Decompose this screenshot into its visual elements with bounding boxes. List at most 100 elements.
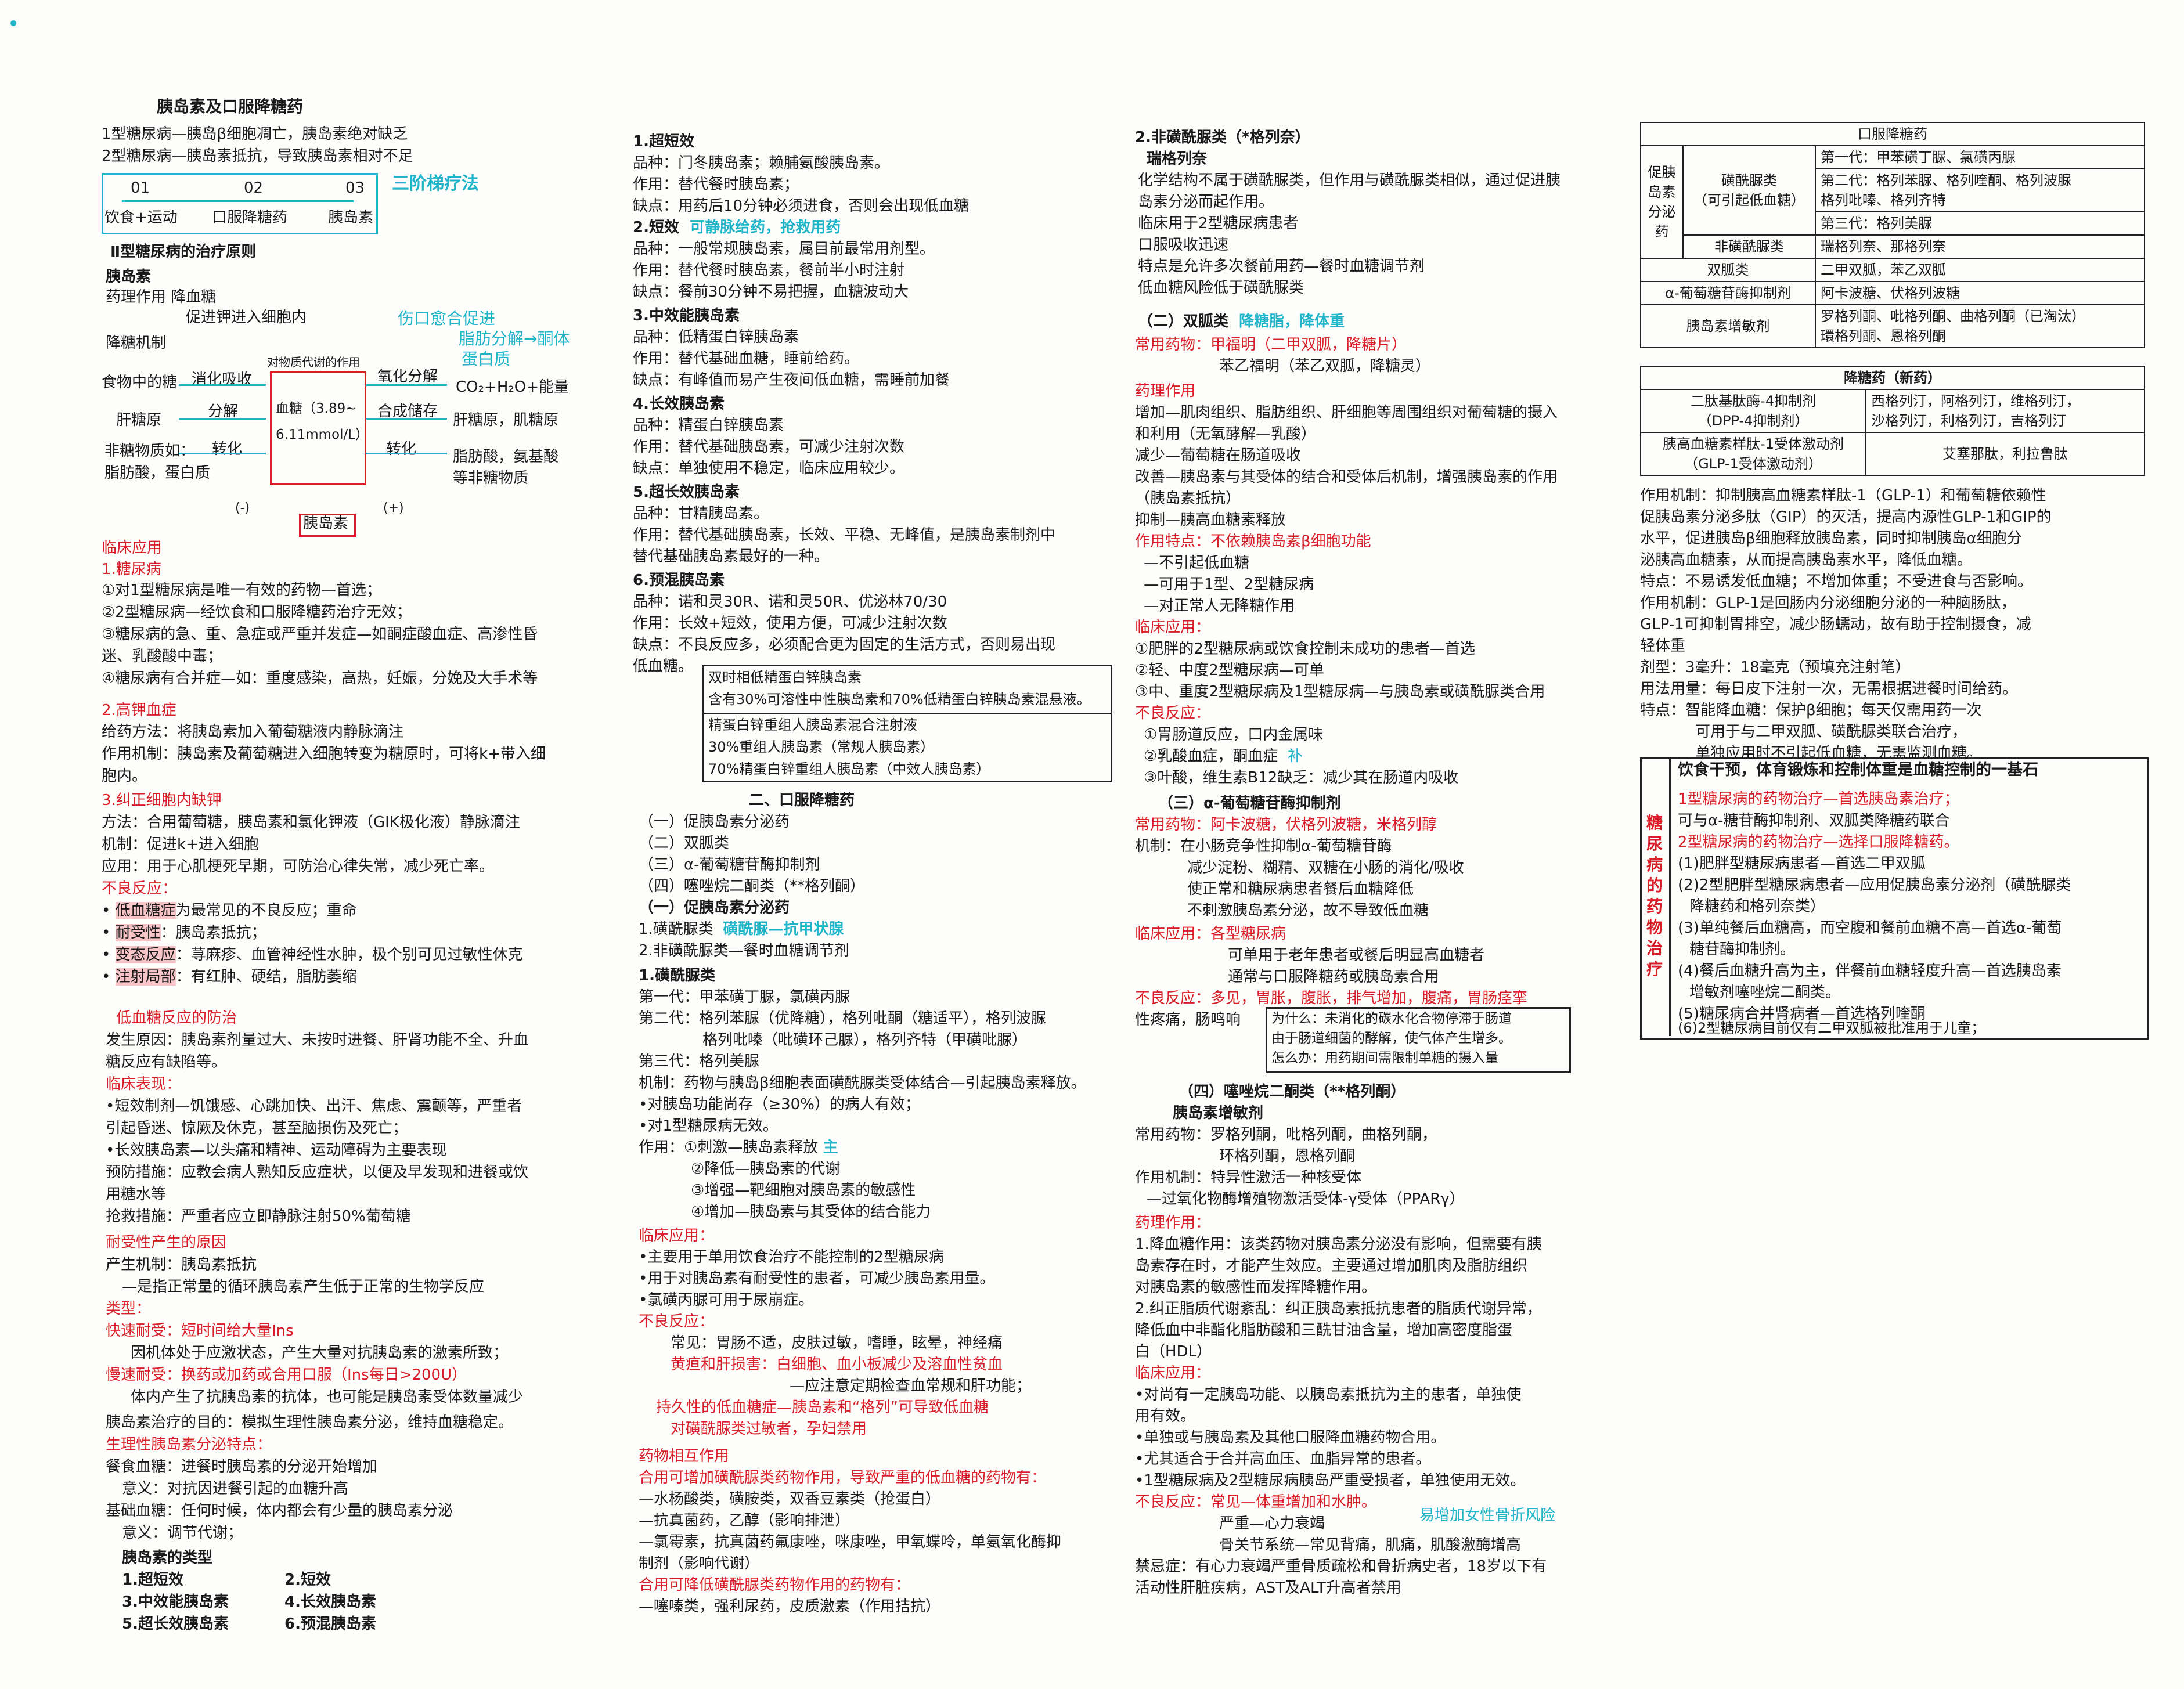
- h8: 用糖水等: [106, 1186, 167, 1203]
- n1: 2.非磺酰脲类（*格列奈）: [1135, 129, 1310, 146]
- why-box: [1266, 1007, 1571, 1073]
- p7: GLP-1可抑制胃排空，减少肠蠕动，故有助于控制摄食，减: [1640, 616, 2031, 633]
- t1: （四）噻唑烷二酮类（**格列酮）: [1179, 1083, 1406, 1100]
- ab2: 由于肠道细菌的酵解，使气体产生增多。: [1271, 1031, 1512, 1046]
- t20: 不良反应：常见—体重增加和水肿。: [1135, 1493, 1377, 1511]
- su8-line: 作用：①刺激—胰岛素释放 主: [639, 1136, 838, 1159]
- su11: ④增加—胰岛素与其受体的结合能力: [691, 1203, 931, 1221]
- di-heading: 药物相互作用: [639, 1448, 730, 1465]
- x4: 2型糖尿病的药物治疗—选择口服降糖药。: [1678, 833, 1959, 851]
- t6: —过氧化物酶增殖物激活受体-γ受体（PPARγ）: [1147, 1190, 1465, 1208]
- non-sugar: 非糖物质如：: [104, 442, 196, 460]
- p12: 可用于与二甲双胍、磺酰脲类联合治疗，: [1695, 723, 1967, 741]
- b21-note: 补: [1287, 748, 1303, 765]
- insulin-box: 胰岛素: [303, 515, 349, 532]
- type-6: 6.预混胰岛素: [284, 1615, 376, 1633]
- tbl-biguanide: 双胍类: [1640, 258, 1816, 282]
- su8: 作用：①刺激—胰岛素释放: [639, 1139, 819, 1156]
- x13: (6)2型糖尿病目前仅有二甲双胍被批准用于儿童；: [1678, 1020, 1985, 1036]
- c1d: 迷、乳酸酸中毒；: [102, 648, 223, 665]
- tbl-sulfonylurea-note: （可引起低血糖）: [1693, 192, 1805, 208]
- mechanism-heading: 降糖机制: [106, 334, 167, 352]
- n7: 特点是允许多次餐前用药—餐时血糖调节剂: [1138, 258, 1425, 275]
- clinical-heading: 临床应用: [102, 539, 163, 557]
- h6: •长效胰岛素—以头痛和精神、运动障碍为主要表现: [106, 1142, 447, 1159]
- step-2-num: 02: [244, 179, 264, 197]
- t21: 严重—心力衰竭: [1219, 1515, 1325, 1532]
- blood-sugar-2: 6.11mmol/L）: [276, 427, 369, 442]
- t15: •对尚有一定胰岛功能、以胰岛素抵抗为主的患者，单独使: [1135, 1386, 1522, 1403]
- r2: 产生机制：胰岛素抵抗: [106, 1256, 257, 1273]
- s2a: 品种：一般常规胰岛素，属目前最常用剂型。: [633, 240, 935, 258]
- protein-note: 蛋白质: [462, 349, 511, 369]
- tbl-tzd-drugs: 罗格列酮、吡格列酮、曲格列酮（已淘汰）環格列酮、恩格列酮: [1815, 304, 2145, 348]
- a8: 可单用于老年患者或餐后明显高血糖者: [1228, 947, 1485, 964]
- c1a: ①对1型糖尿病是唯一有效的药物—首选；: [102, 582, 381, 599]
- step-3-num: 03: [345, 179, 365, 197]
- action-line: 药理作用 降血糖: [106, 288, 217, 306]
- adverse-2-term: 耐受性: [115, 924, 161, 941]
- box2a: 精蛋白锌重组人胰岛素混合注射液: [708, 717, 917, 733]
- o1: （一）促胰岛素分泌药: [639, 813, 790, 831]
- c2c: 胞内。: [102, 767, 147, 785]
- tbl2-dpp4-v2: 沙格列汀，利格列汀，吉格列汀: [1871, 413, 2066, 429]
- di5: 制剂（影响代谢）: [639, 1555, 760, 1572]
- b6: 和利用（无氧酵解—乳酸）: [1135, 425, 1317, 443]
- b16: ①肥胖的2型糖尿病或饮食控制未成功的患者—首选: [1135, 640, 1475, 658]
- s6d: 低血糖。: [633, 658, 694, 675]
- b15: 临床应用：: [1135, 619, 1211, 636]
- box2b: 30%重组人胰岛素（常规人胰岛素）: [708, 739, 935, 755]
- principle-heading: Ⅱ型糖尿病的治疗原则: [110, 243, 257, 261]
- step-1-num: 01: [131, 179, 150, 197]
- ketone-note: 脂肪分解→酮体: [459, 329, 570, 348]
- adverse-4-text: ：有红肿、硬结，脂肪萎缩: [175, 968, 357, 986]
- b22: ③叶酸，维生素B12缺乏：减少其在肠道内吸收: [1144, 769, 1459, 786]
- fat-protein: 脂肪酸，蛋白质: [104, 464, 211, 482]
- su15: •氯磺丙脲可用于尿崩症。: [639, 1291, 814, 1309]
- blood-sugar-1: 血糖（3.89~: [276, 401, 357, 416]
- t24: 活动性肝脏疾病，AST及ALT升高者禁用: [1135, 1579, 1401, 1597]
- type-2: 2.短效: [284, 1571, 331, 1589]
- tbl2-dpp4-b: （DPP-4抑制剂）: [1698, 413, 1809, 429]
- su1: 第一代：甲苯磺丁脲，氯磺丙脲: [639, 988, 850, 1006]
- box2c: 70%精蛋白锌重组人胰岛素（中效人胰岛素）: [708, 761, 990, 777]
- n2: 瑞格列奈: [1147, 150, 1208, 168]
- b17: ②轻、中度2型糖尿病—可单: [1135, 662, 1324, 679]
- h9: 抢救措施：严重者应立即静脉注射50%葡萄糖: [106, 1208, 411, 1225]
- adverse-3-term: 变态反应: [115, 946, 176, 963]
- b1-note: 降糖脂，降体重: [1239, 313, 1345, 330]
- x10: (4)餐后血糖升高为主，伴餐前血糖轻度升高—首选胰岛素: [1678, 962, 2062, 980]
- tbl-agi: α-葡萄糖苷酶抑制剂: [1640, 281, 1816, 305]
- fat-out-1: 脂肪酸，氨基酸: [453, 448, 559, 465]
- r6: 因机体处于应激状态，产生大量对抗胰岛素的激素所致；: [131, 1344, 509, 1362]
- a5: 使正常和糖尿病患者餐后血糖降低: [1187, 880, 1414, 898]
- t16: 用有效。: [1135, 1408, 1196, 1425]
- tbl-gen2-b: 格列吡嗪、格列齐特: [1821, 192, 1946, 208]
- t8: 1.降血糖作用：该类药物对胰岛素分泌没有影响，但需要有胰: [1135, 1236, 1542, 1253]
- s6c: 缺点：不良反应多，必须配合更为固定的生活方式，否则易出现: [633, 636, 1056, 654]
- tbl-tzd: 胰岛素增敏剂: [1640, 304, 1816, 348]
- t19: •1型糖尿病及2型糖尿病胰岛严重受损者，单独使用无效。: [1135, 1472, 1526, 1489]
- x3: 可与α-糖苷酶抑制剂、双胍类降糖药联合: [1678, 812, 1950, 829]
- box1a: 双时相低精蛋白锌胰岛素: [708, 669, 862, 685]
- adverse-1: • 低血糖症为最常见的不良反应；重命: [102, 902, 357, 919]
- s5a: 品种：甘精胰岛素。: [633, 505, 769, 522]
- plus-sign: (+): [383, 501, 404, 515]
- su9: ②降低—胰岛素的代谢: [691, 1160, 841, 1178]
- adverse-1-term: 低血糖症: [115, 902, 176, 919]
- s1b: 作用：替代餐时胰岛素；: [633, 176, 799, 193]
- b10: 抑制—胰高血糖素释放: [1135, 511, 1286, 529]
- n8: 低血糖风险低于磺酰脲类: [1138, 279, 1304, 297]
- h1: 发生原因：胰岛素剂量过大、未按时进餐、肝肾功能不全、升血: [106, 1031, 529, 1049]
- tbl-title: 口服降糖药: [1640, 122, 2145, 146]
- b1-line: （二）双胍类 降糖脂，降体重: [1138, 311, 1345, 333]
- su12: 临床应用：: [639, 1227, 715, 1244]
- co2-label: CO₂+H₂O+能量: [456, 378, 570, 396]
- tbl-secretagogue: 促胰岛素分泌药: [1640, 145, 1684, 259]
- wound-note: 伤口愈合促进: [398, 309, 496, 328]
- s4b: 作用：替代基础胰岛素，可减少注射次数: [633, 438, 905, 456]
- oxidize-label: 氧化分解: [377, 368, 438, 385]
- s5c: 替代基础胰岛素最好的一种。: [633, 548, 830, 565]
- hypo-heading: 低血糖反应的防治: [116, 1009, 237, 1027]
- tbl-sulfonylurea: 磺酰脲类（可引起低血糖）: [1682, 145, 1816, 236]
